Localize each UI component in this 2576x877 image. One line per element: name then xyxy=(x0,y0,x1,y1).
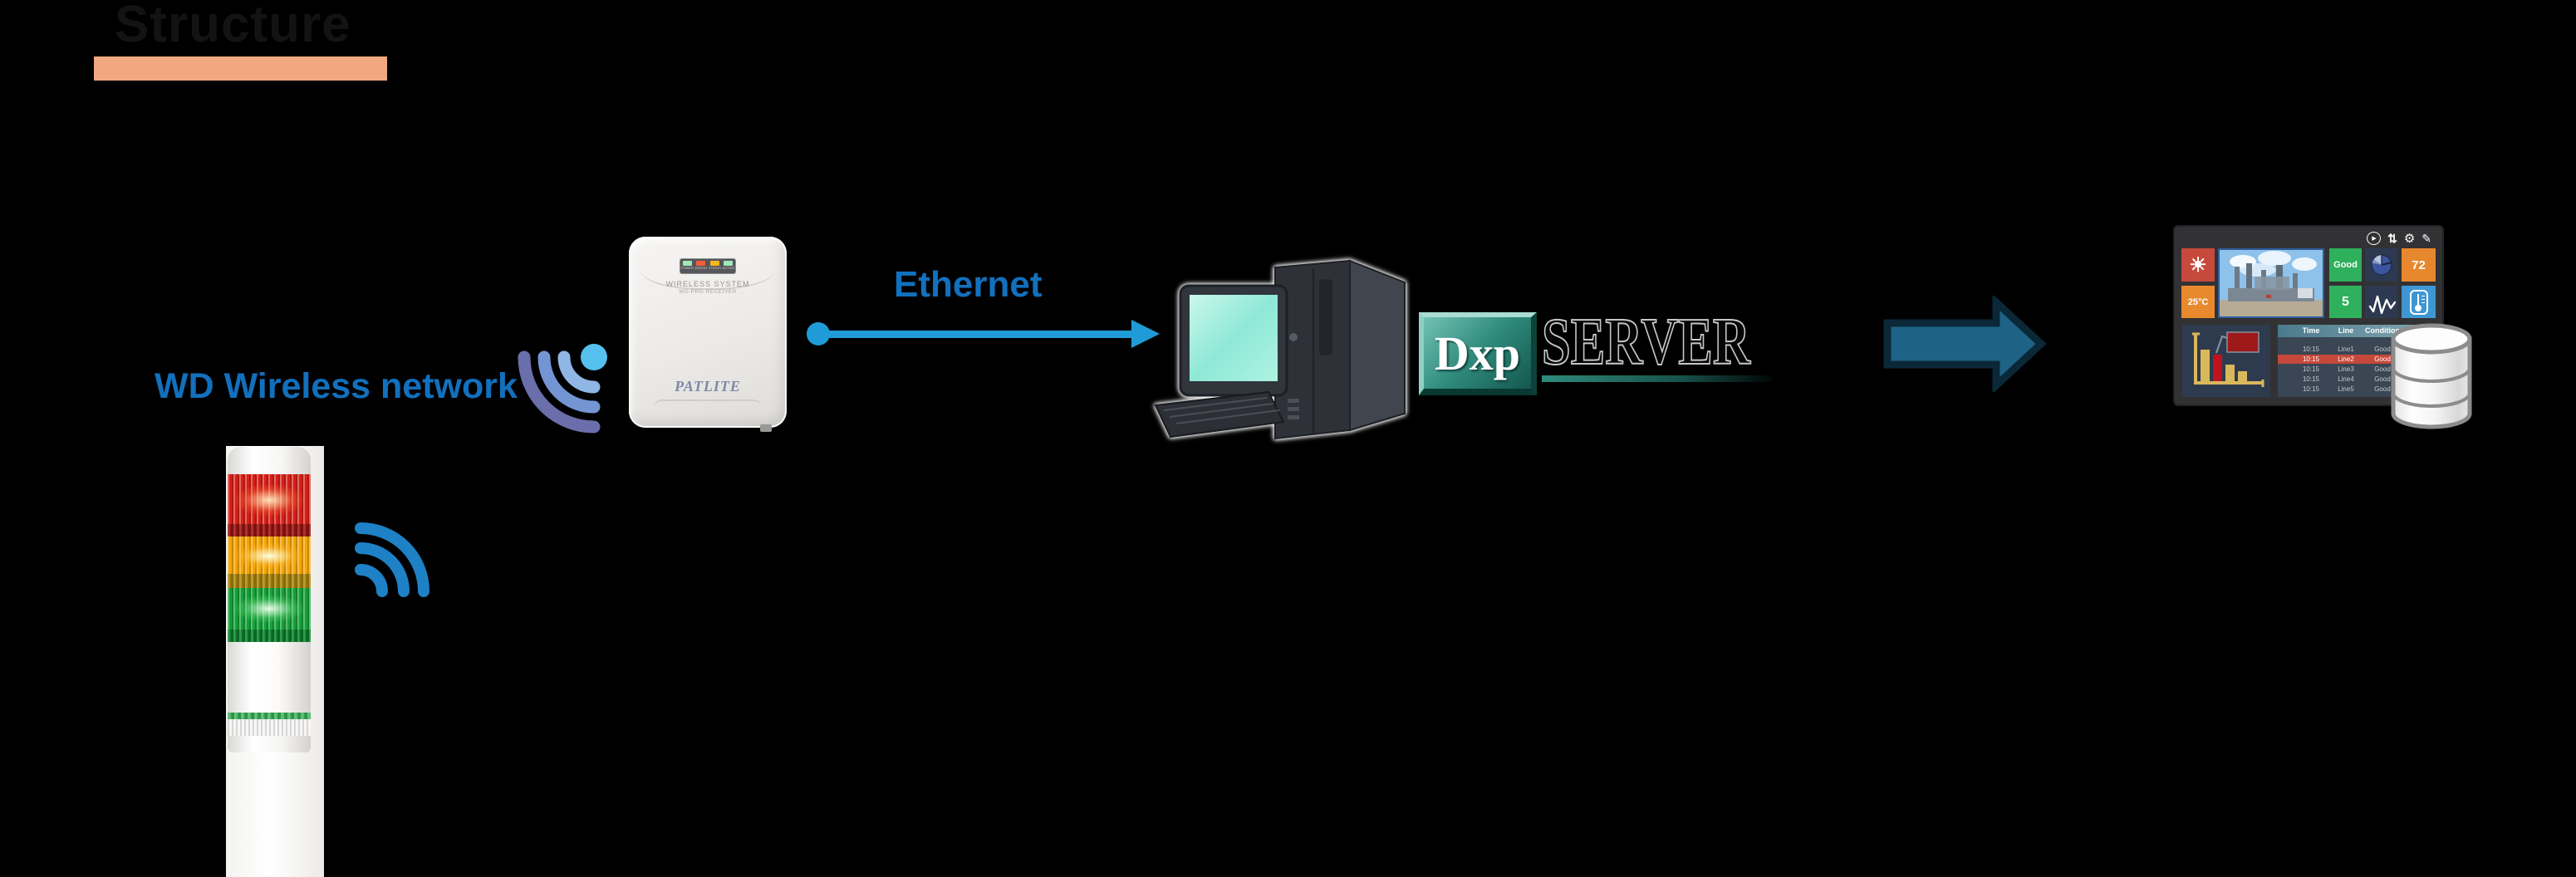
tower-red-segment xyxy=(228,474,311,524)
cell-time: 10:15 xyxy=(2302,385,2320,393)
count-tile: 5 xyxy=(2329,286,2362,318)
tower-base xyxy=(228,736,311,752)
tower-green-ring xyxy=(228,713,311,719)
dashboard-screen: ▶ ⇅ ⚙ ✎ ☀ 25°C xyxy=(2175,227,2442,404)
page-title: Structure xyxy=(115,0,351,53)
weather-tile: ☀ xyxy=(2181,248,2215,282)
led-error: ERROR xyxy=(695,261,707,270)
temperature-tile: 25°C xyxy=(2181,286,2215,318)
dxp-logo-text: Dxp xyxy=(1434,326,1521,380)
play-icon[interactable]: ▶ xyxy=(2367,232,2382,245)
server-logo-underline xyxy=(1542,375,1773,382)
bar-chart-panel xyxy=(2182,325,2270,397)
cell-condition: Good xyxy=(2374,385,2391,393)
cell-condition: Good xyxy=(2374,355,2391,363)
cell-line: Line2 xyxy=(2338,355,2354,363)
server-logo-text: SERVER xyxy=(1541,306,1750,379)
table-row: 10:15 Line1 Good xyxy=(2278,345,2436,354)
cell-condition: Good xyxy=(2374,365,2391,373)
tower-body xyxy=(228,642,311,713)
bar-chart-icon xyxy=(2192,331,2264,387)
tower-ribbed-base xyxy=(228,719,311,736)
pie-chart-icon xyxy=(2371,254,2392,276)
cell-condition: Good xyxy=(2374,375,2391,383)
tower-green-band xyxy=(228,630,311,642)
led-label: POWER xyxy=(680,266,694,270)
wifi-signal-icon xyxy=(518,344,607,434)
thermometer-icon xyxy=(2409,289,2428,315)
pencil-icon[interactable]: ✎ xyxy=(2421,231,2431,245)
ethernet-label: Ethernet xyxy=(894,264,1043,305)
patlite-logo: PATLITE xyxy=(675,378,741,394)
tower-red-band xyxy=(228,524,311,536)
col-condition: Condition xyxy=(2365,326,2400,335)
tower-green-segment xyxy=(228,588,311,630)
table-row: 10:15 Line4 Good xyxy=(2278,375,2436,384)
cell-line: Line4 xyxy=(2338,375,2354,383)
receiver-model-text: WD-PRG RECEIVER xyxy=(679,289,737,295)
cell-line: Line5 xyxy=(2338,385,2354,393)
led-active: ACTIVE xyxy=(723,261,734,270)
value-tile: 72 xyxy=(2402,248,2436,282)
cell-line: Line3 xyxy=(2338,365,2354,373)
wireless-receiver-device: POWER ERROR STATUS ACTIVE WIRELESS SYSTE… xyxy=(629,237,787,432)
led-indicator-strip: POWER ERROR STATUS ACTIVE xyxy=(680,258,736,274)
cell-line: Line1 xyxy=(2338,345,2354,353)
database-icon xyxy=(2391,323,2472,429)
server-computer xyxy=(1154,259,1406,440)
sync-icon[interactable]: ⇅ xyxy=(2387,231,2397,245)
power-led xyxy=(682,261,692,266)
flow-arrow xyxy=(1883,296,2047,392)
status-tile: Good xyxy=(2329,248,2362,282)
signal-tower-light xyxy=(228,447,311,752)
table-row: 10:15 Line5 Good xyxy=(2278,385,2436,394)
wireless-network-label: WD Wireless network xyxy=(155,366,518,406)
tower-top-cap xyxy=(228,447,311,474)
dxp-logo-box: Dxp xyxy=(1419,312,1537,395)
pie-chart-tile xyxy=(2365,248,2398,282)
led-status: STATUS xyxy=(709,261,721,270)
title-highlight xyxy=(94,56,387,81)
tower-amber-band xyxy=(228,574,311,588)
col-line: Line xyxy=(2338,326,2354,335)
ethernet-arrow-line xyxy=(818,331,1137,338)
receiver-foot-seam xyxy=(654,399,762,421)
cell-time: 10:15 xyxy=(2302,365,2320,373)
plant-photo xyxy=(2218,248,2324,318)
plant-photo-image xyxy=(2220,250,2323,316)
receiver-connector-stub xyxy=(760,424,772,432)
table-row: 10:15 Line3 Good xyxy=(2278,365,2436,374)
pulse-line-icon xyxy=(2368,295,2396,314)
tower-amber-segment xyxy=(228,536,311,574)
gear-icon[interactable]: ⚙ xyxy=(2403,232,2416,246)
cell-time: 10:15 xyxy=(2302,375,2320,383)
cell-time: 10:15 xyxy=(2302,355,2320,363)
status-led xyxy=(709,261,719,266)
thermometer-tile xyxy=(2402,286,2436,318)
led-label: ERROR xyxy=(694,266,708,270)
led-power: POWER xyxy=(681,261,694,270)
cell-time: 10:15 xyxy=(2302,345,2320,353)
sun-icon: ☀ xyxy=(2189,253,2207,277)
led-label: STATUS xyxy=(708,266,721,270)
wifi-transmit-icon xyxy=(355,522,429,597)
active-led xyxy=(724,261,734,266)
receiver-system-text: WIRELESS SYSTEM xyxy=(665,280,750,288)
led-label: ACTIVE xyxy=(722,266,735,270)
ethernet-arrowhead xyxy=(1131,320,1160,348)
dashboard-toolbar: ▶ ⇅ ⚙ ✎ xyxy=(2367,231,2431,246)
col-time: Time xyxy=(2302,326,2320,335)
cell-condition: Good xyxy=(2374,345,2391,353)
error-led xyxy=(696,261,706,266)
receiver-seam xyxy=(640,270,775,290)
trend-tile xyxy=(2365,286,2398,318)
